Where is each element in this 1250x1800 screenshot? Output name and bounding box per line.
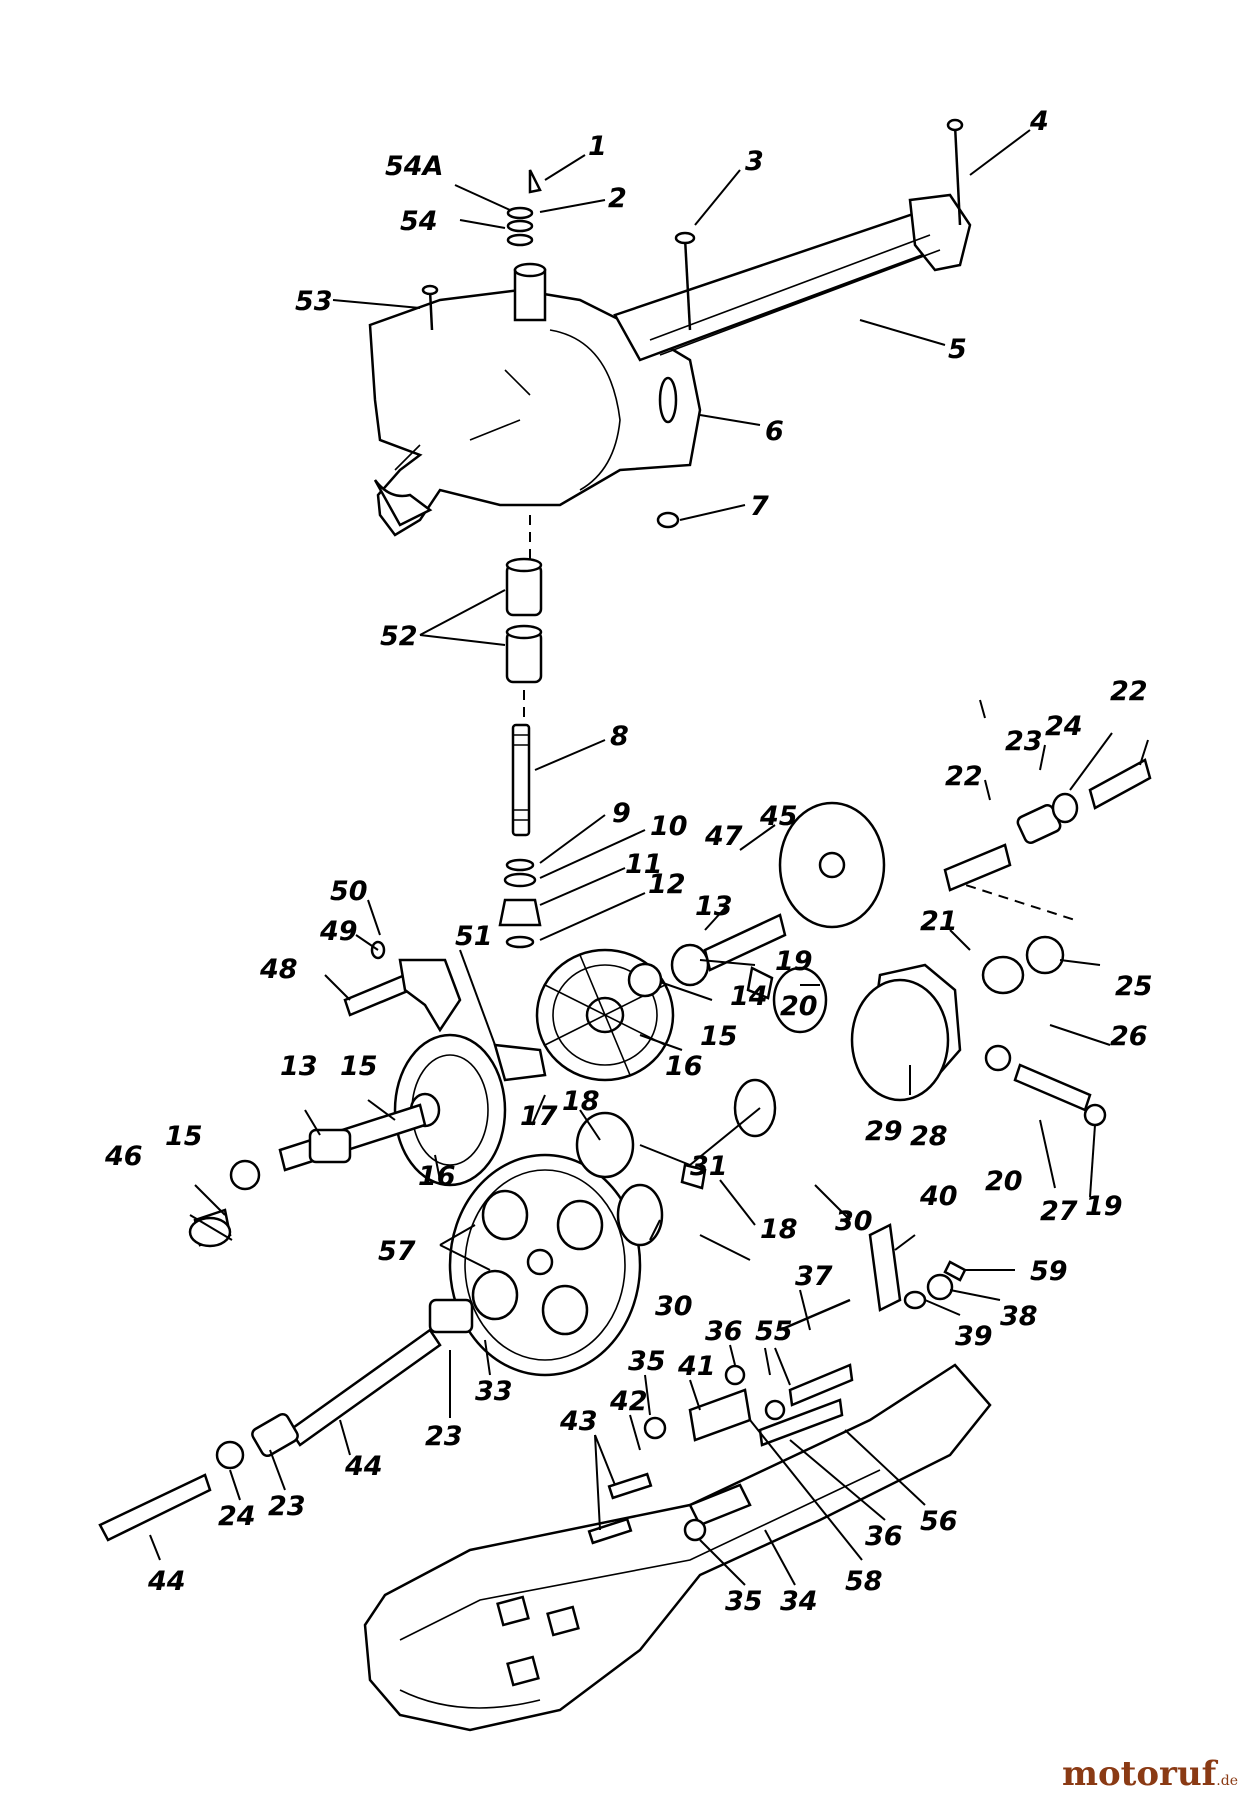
callout-24-low: 24 <box>218 1501 256 1532</box>
callout-41: 41 <box>677 1351 716 1382</box>
callout-28: 28 <box>910 1121 948 1152</box>
callout-42: 42 <box>609 1386 648 1417</box>
differential-housing <box>850 879 1107 1127</box>
callout-36-low: 36 <box>865 1521 903 1552</box>
callout-30-right: 30 <box>835 1206 873 1237</box>
callout-52: 52 <box>380 621 418 652</box>
callout-56: 56 <box>920 1506 958 1537</box>
lower-case <box>363 1363 992 1732</box>
callout-22-right: 22 <box>1110 676 1148 707</box>
callout-59: 59 <box>1030 1256 1068 1287</box>
watermark-brand: motoruf <box>1062 1754 1217 1794</box>
callout-15-far: 15 <box>165 1121 203 1152</box>
callout-23-top: 23 <box>1005 726 1043 757</box>
watermark-tld: .de <box>1216 1773 1238 1789</box>
callout-27: 27 <box>1040 1196 1078 1227</box>
callout-44-mid: 44 <box>344 1451 383 1482</box>
callout-40: 40 <box>919 1181 958 1212</box>
callout-20-top: 20 <box>780 991 818 1022</box>
callout-4: 4 <box>1029 106 1049 137</box>
output-gear-assembly <box>188 1033 507 1248</box>
callout-54: 54 <box>400 206 438 237</box>
input-shafts <box>627 758 1152 998</box>
callout-14: 14 <box>730 981 768 1012</box>
leader-lines <box>149 129 1149 1586</box>
callout-43: 43 <box>559 1406 598 1437</box>
upper-axle-housing <box>368 193 972 560</box>
callout-1: 1 <box>588 131 607 162</box>
callout-26: 26 <box>1110 1021 1148 1052</box>
callout-21: 21 <box>920 906 958 937</box>
callout-9: 9 <box>612 798 631 829</box>
callout-53: 53 <box>295 286 333 317</box>
watermark-logo: motoruf.de <box>1062 1754 1238 1794</box>
callout-3: 3 <box>745 146 764 177</box>
callout-58: 58 <box>845 1566 883 1597</box>
callout-8: 8 <box>610 721 629 752</box>
bushings-and-shaft <box>498 557 543 949</box>
callout-36-top: 36 <box>705 1316 743 1347</box>
callout-35-low: 35 <box>725 1586 763 1617</box>
callout-49: 49 <box>319 916 358 947</box>
callout-25: 25 <box>1115 971 1153 1002</box>
callout-50: 50 <box>330 876 368 907</box>
callout-45: 45 <box>759 801 798 832</box>
callout-23-low: 23 <box>268 1491 306 1522</box>
callout-19-top: 19 <box>775 946 813 977</box>
callout-39: 39 <box>955 1321 993 1352</box>
callout-22-left: 22 <box>945 761 983 792</box>
callout-23-mid: 23 <box>425 1421 463 1452</box>
callout-29: 29 <box>865 1116 903 1147</box>
callout-15-left: 15 <box>340 1051 378 1082</box>
callout-48: 48 <box>259 954 298 985</box>
callout-18-top: 18 <box>562 1086 600 1117</box>
callout-46: 46 <box>104 1141 143 1172</box>
callout-44-left: 44 <box>147 1566 186 1597</box>
callout-2: 2 <box>608 183 627 214</box>
callout-18-low: 18 <box>760 1214 798 1245</box>
callout-12: 12 <box>648 869 686 900</box>
callout-34: 34 <box>780 1586 818 1617</box>
callout-10: 10 <box>650 811 688 842</box>
callout-19-right: 19 <box>1085 1191 1123 1222</box>
callout-37: 37 <box>795 1261 833 1292</box>
callout-16-left: 16 <box>418 1161 456 1192</box>
callout-33: 33 <box>475 1376 513 1407</box>
callout-11: 11 <box>625 849 663 880</box>
callout-35-top: 35 <box>628 1346 666 1377</box>
hardware-top <box>421 118 964 331</box>
callout-17: 17 <box>520 1101 558 1132</box>
callout-31: 31 <box>690 1151 728 1182</box>
lower-shaft-44 <box>98 1298 474 1542</box>
callout-13-left: 13 <box>280 1051 318 1082</box>
callout-57: 57 <box>378 1236 416 1267</box>
callout-6: 6 <box>765 416 784 447</box>
callout-16-mid: 16 <box>665 1051 703 1082</box>
callout-13-top: 13 <box>695 891 733 922</box>
shift-linkage <box>587 1223 967 1545</box>
callout-30-mid: 30 <box>655 1291 693 1322</box>
callout-47: 47 <box>704 821 743 852</box>
shift-fork <box>343 940 547 1082</box>
callout-54A: 54A <box>385 151 443 182</box>
callout-51: 51 <box>455 921 493 952</box>
callout-7: 7 <box>750 491 769 522</box>
callout-labels: 1 2 54A 54 3 4 53 5 6 7 52 8 9 10 11 12 … <box>104 106 1153 1617</box>
callout-55: 55 <box>755 1316 793 1347</box>
callout-5: 5 <box>948 334 967 365</box>
callout-20-right: 20 <box>985 1166 1023 1197</box>
callout-24-top: 24 <box>1045 711 1083 742</box>
main-spur-gear <box>448 1153 642 1377</box>
callout-15-mid: 15 <box>700 1021 738 1052</box>
callout-38: 38 <box>1000 1301 1038 1332</box>
